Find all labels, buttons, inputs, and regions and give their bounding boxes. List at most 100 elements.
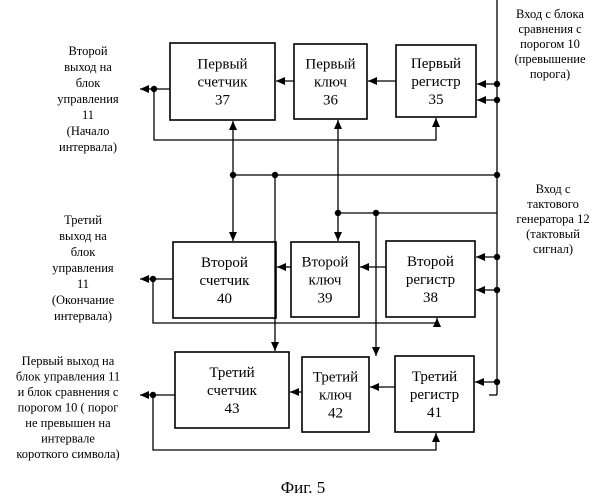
label-input-comparator: Вход с блокасравнения спорогом 10(превыш… (514, 7, 586, 81)
counter1-label-line: Первый (197, 57, 247, 73)
register2-label-line: регистр (406, 272, 455, 288)
label-line: Вход с (536, 182, 571, 196)
key1-label-line: 36 (323, 93, 339, 109)
label-line: сигнал) (533, 242, 573, 256)
junction-dot (494, 81, 500, 87)
register2-label-line: Второй (407, 254, 454, 270)
label-line: сравнения с (518, 22, 582, 36)
arrowhead (368, 77, 377, 85)
block-counter1: Первый счетчик 37 (170, 43, 275, 120)
arrowhead (276, 77, 285, 85)
register3-label-line: Третий (412, 369, 457, 385)
counter2-label-line: 40 (217, 291, 232, 307)
block-key1: Первый ключ 36 (294, 44, 367, 119)
output2-arrow (140, 85, 149, 93)
junction-dot (373, 210, 379, 216)
counter3-label-line: Третий (209, 365, 254, 381)
label-line: Третий (64, 213, 102, 227)
label-line: интервале (41, 432, 95, 446)
reg2-input-arrow2 (476, 286, 485, 294)
output1-arrow (140, 391, 149, 399)
key1-label-line: Первый (305, 57, 355, 73)
reg1-input-arrow2 (477, 96, 486, 104)
label-line: блок (76, 76, 102, 90)
junction-dot (494, 97, 500, 103)
junction-dot (494, 254, 500, 260)
label-output1: Первый выход на блок управления 11и блок … (16, 354, 120, 461)
arrowhead (432, 433, 440, 442)
arrowhead (229, 232, 237, 241)
label-line: (тактовый (526, 227, 580, 241)
label-line: интервала) (54, 309, 112, 323)
label-line: Первый выход на (22, 354, 115, 368)
label-input-clock: Вход стактовогогенератора 12(тактовыйсиг… (516, 182, 589, 256)
label-line: управления (52, 261, 114, 275)
register2-label-line: 38 (423, 290, 438, 306)
label-line: (Начало (67, 124, 110, 138)
label-line: не превышен на (25, 416, 111, 430)
label-line: управления (57, 92, 119, 106)
arrowhead (277, 263, 286, 271)
label-line: блок (71, 245, 97, 259)
counter1-label-line: счетчик (198, 75, 249, 91)
counter3-label-line: 43 (225, 401, 240, 417)
block-register2: Второй регистр 38 (386, 241, 475, 317)
label-line: выход на (64, 60, 112, 74)
label-line: и блок сравнения с (18, 385, 119, 399)
block-key2: Второй ключ 39 (291, 242, 359, 317)
reg1-input-arrow (477, 80, 486, 88)
label-output2: Второйвыход наблокуправления11(Началоинт… (57, 44, 119, 154)
label-line: (Окончание (52, 293, 115, 307)
counter1-label-line: 37 (215, 93, 231, 109)
key2-label-line: Второй (302, 255, 349, 271)
bus-junction (494, 172, 500, 178)
junction-dot (494, 379, 500, 385)
label-line: порогом 10 (520, 37, 580, 51)
junction-dot (494, 287, 500, 293)
figure-caption: Фиг. 5 (281, 478, 326, 497)
arrowhead (372, 347, 380, 356)
register3-label-line: регистр (410, 387, 459, 403)
register1-label-line: регистр (411, 74, 460, 90)
arrowhead (360, 263, 369, 271)
arrowhead (334, 120, 342, 129)
label-line: порога) (530, 67, 570, 81)
counter2-label-line: счетчик (200, 273, 251, 289)
label-line: выход на (59, 229, 107, 243)
label-line: тактового (527, 197, 579, 211)
register1-label-line: 35 (429, 92, 444, 108)
arrowhead (432, 118, 440, 127)
label-line: порогом 10 ( порог (18, 401, 119, 415)
blocks-layer: Первыйсчетчик37Первыйключ36Первыйрегистр… (170, 43, 476, 432)
key2-label-line: 39 (318, 291, 333, 307)
reg2-input-arrow (476, 253, 485, 261)
key3-label-line: ключ (319, 388, 352, 404)
label-line: интервала) (59, 140, 117, 154)
arrowhead (229, 121, 237, 130)
label-line: 11 (82, 108, 94, 122)
key2-label-line: ключ (309, 273, 342, 289)
counter3-label-line: счетчик (207, 383, 258, 399)
arrowhead (334, 232, 342, 241)
label-output3: Третий выход на блок управления 11 (Окончание… (52, 213, 115, 323)
label-line: блок управления 11 (16, 370, 120, 384)
arrowhead (290, 388, 299, 396)
register3-label-line: 41 (427, 405, 442, 421)
block-register1: Первыйрегистр35 (396, 45, 476, 117)
reg3-input-arrow (475, 378, 484, 386)
output3-arrow (140, 275, 149, 283)
counter2-label-line: Второй (201, 255, 248, 271)
key3-label-line: 42 (328, 406, 343, 422)
arrowhead (370, 383, 379, 391)
key1-label-line: ключ (314, 75, 347, 91)
block-key3: Третий ключ 42 (302, 357, 369, 432)
block-counter2: Второй счетчик 40 (173, 242, 276, 318)
label-line: 11 (77, 277, 89, 291)
label-line: Вход с блока (516, 7, 584, 21)
key3-label-line: Третий (313, 370, 358, 386)
arrowhead (271, 342, 279, 351)
label-line: генератора 12 (516, 212, 589, 226)
label-line: короткого символа) (16, 447, 119, 461)
block-register3: Третий регистр 41 (395, 356, 474, 432)
